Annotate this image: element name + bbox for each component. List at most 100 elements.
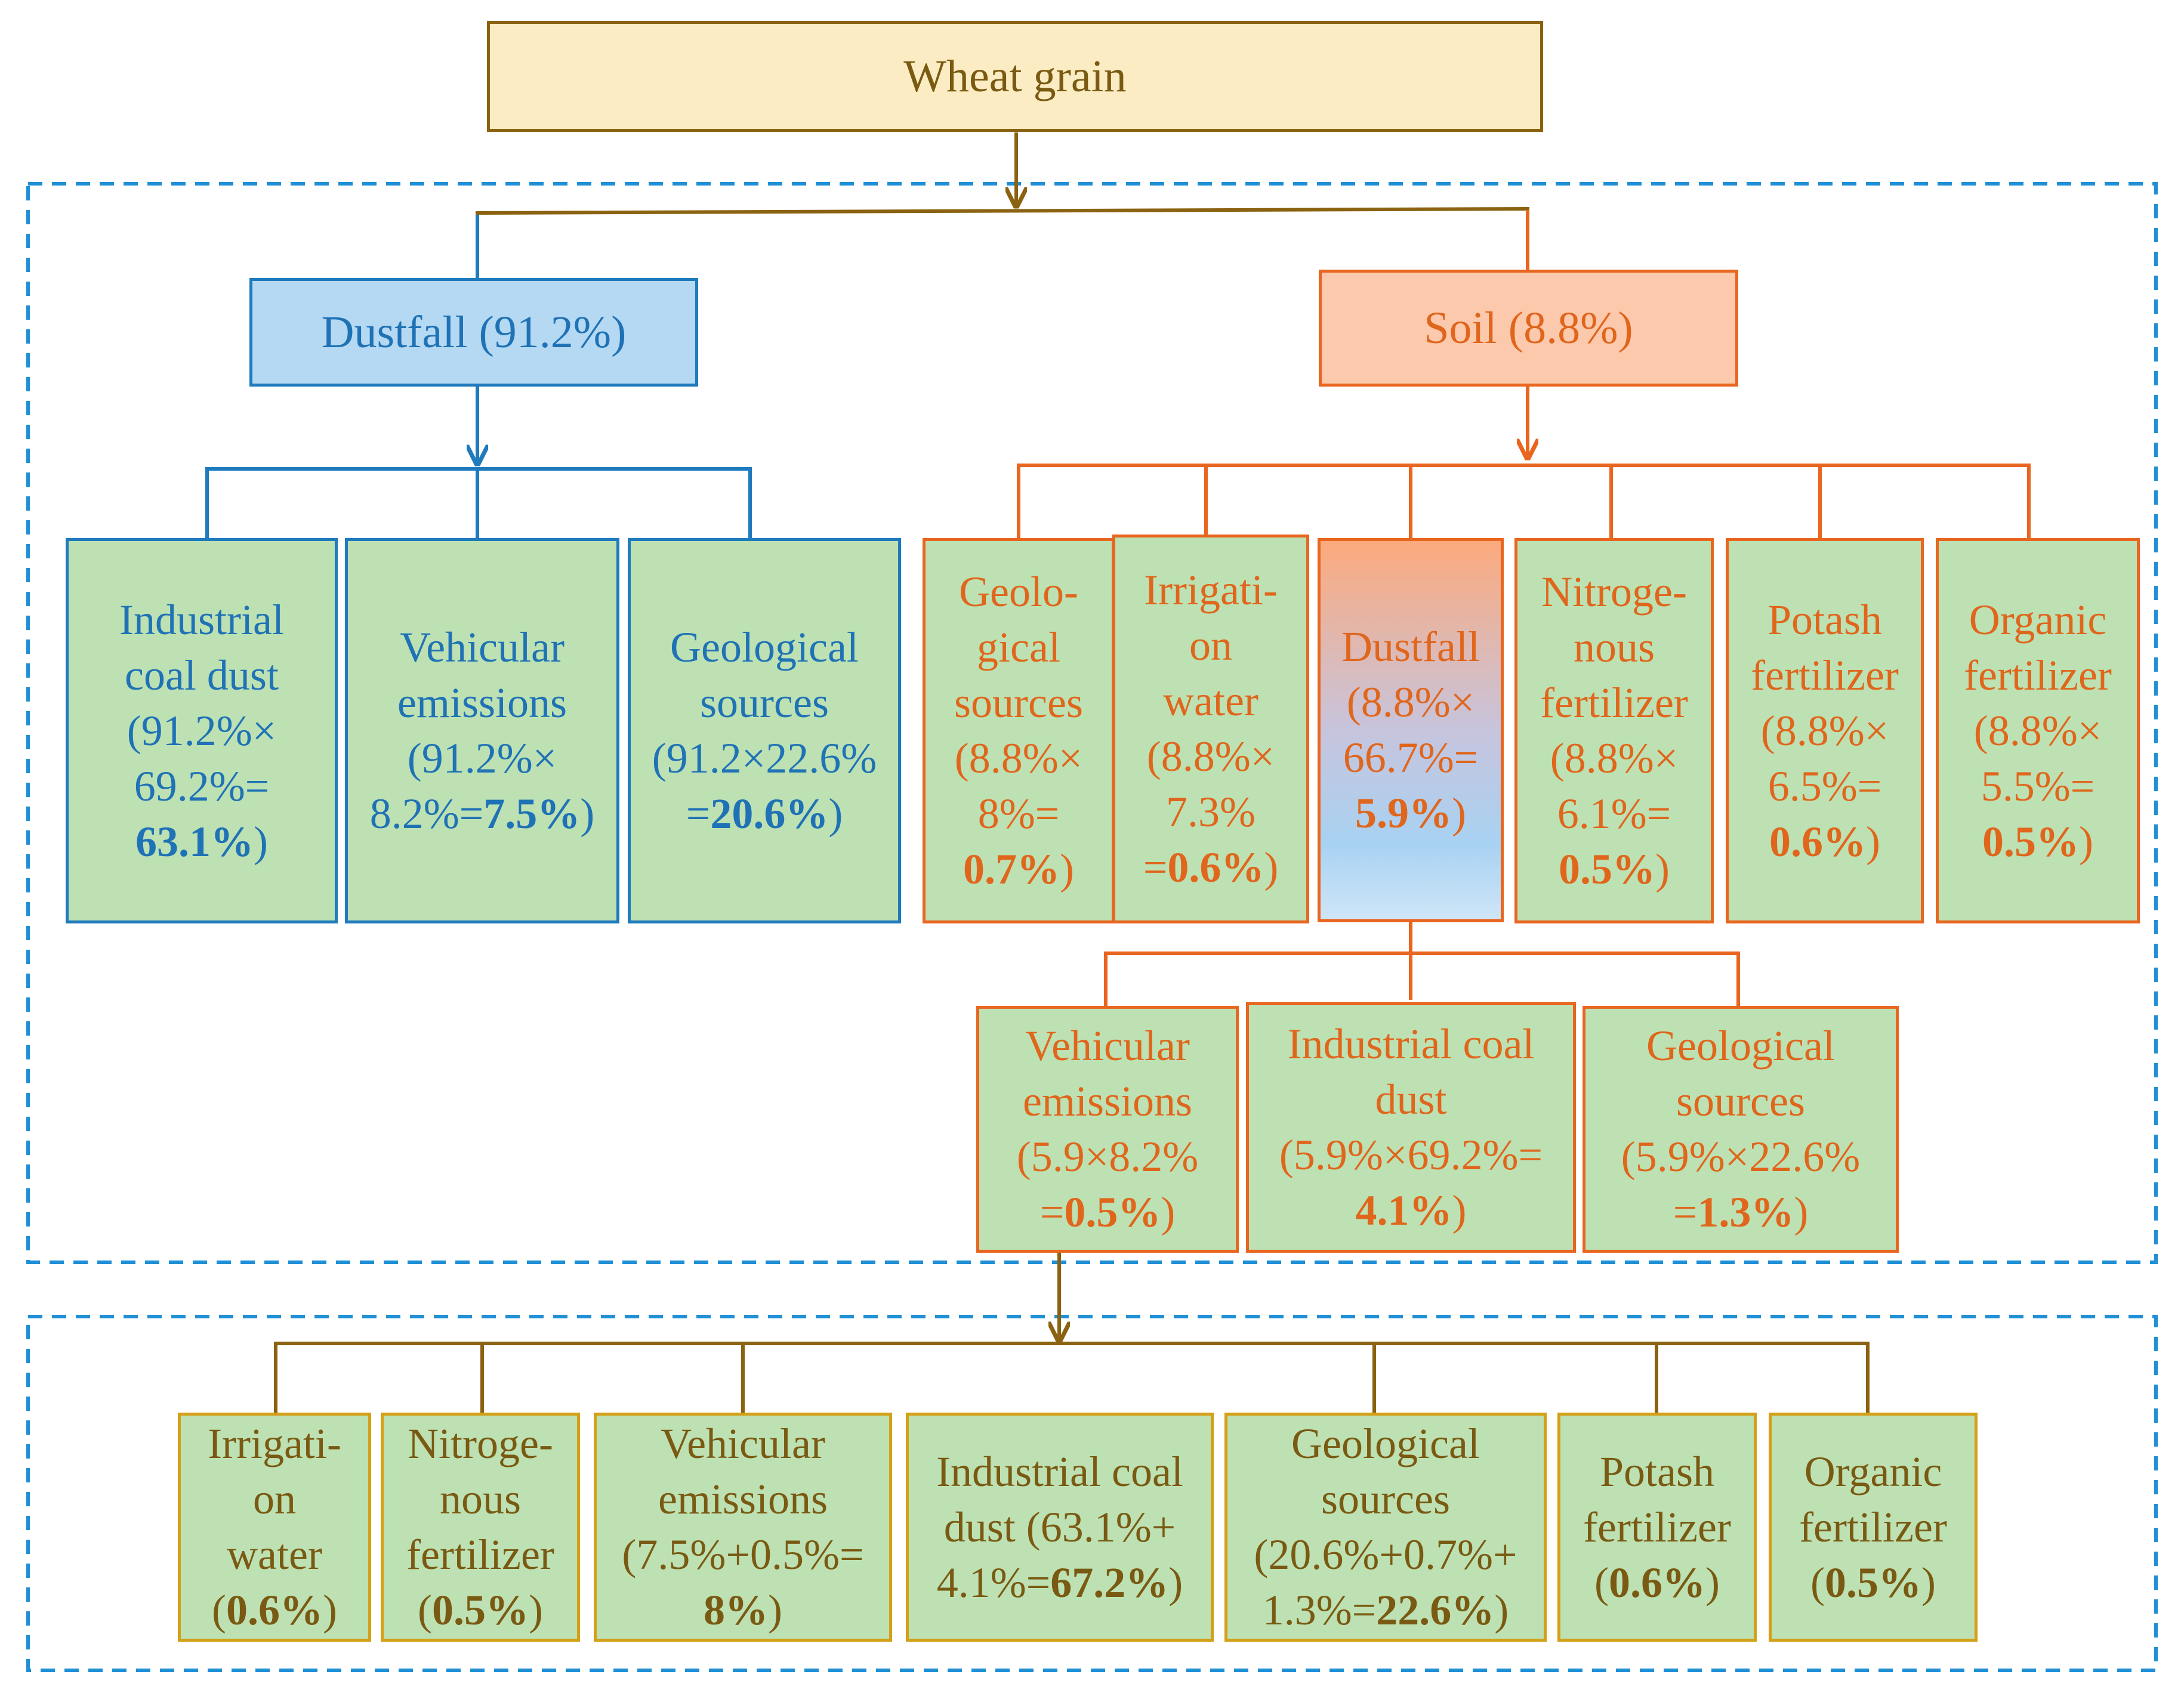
- soil-node: Soil (8.8%): [1319, 270, 1738, 387]
- node-value-line: =20.6%): [686, 786, 843, 842]
- node-value-tail: ): [1161, 1188, 1176, 1236]
- node-text-line: 69.2%=: [134, 762, 270, 810]
- node-text-line: on: [253, 1475, 296, 1523]
- node-text-line: sources: [954, 679, 1083, 727]
- node-text-line: (7.5%+0.5%=: [622, 1531, 864, 1578]
- node-text-line: water: [1163, 677, 1258, 725]
- node-text-line: (8.8%×: [954, 734, 1083, 782]
- node-text-line: Geological: [1291, 1420, 1480, 1468]
- node-value-bold: 0.5%: [432, 1586, 529, 1634]
- node-text-line: (8.8%×: [1550, 734, 1679, 782]
- node-value-prefix: 8.2%=: [369, 790, 484, 838]
- node-value-bold: 8%: [704, 1586, 768, 1634]
- node-text-line: fertilizer: [1799, 1503, 1947, 1551]
- node-text-line: Vehicular: [1025, 1022, 1190, 1070]
- node-text-line: fertilizer: [1540, 679, 1688, 727]
- node-text-line: (5.9×8.2%: [1016, 1133, 1199, 1181]
- node-text-line: (5.9%×69.2%=: [1279, 1131, 1543, 1179]
- node-text-line: fertilizer: [1751, 651, 1899, 699]
- node-value-tail: ): [828, 790, 843, 838]
- node-value-tail: ): [1921, 1558, 1936, 1607]
- node-text-line: (8.8%×: [1346, 678, 1475, 726]
- node-value-prefix: (: [1594, 1558, 1609, 1607]
- node-text-line: Nitroge-: [408, 1420, 553, 1468]
- node-value-line: 63.1%): [135, 814, 268, 870]
- node-value-bold: 0.5%: [1825, 1558, 1921, 1607]
- upper-group-frame: [26, 182, 2158, 1264]
- node-value-prefix: (: [1810, 1558, 1825, 1607]
- node-value-prefix: 1.3%=: [1262, 1586, 1377, 1634]
- node-text-line: 7.3%: [1166, 788, 1256, 836]
- node-value-tail: ): [1168, 1558, 1183, 1607]
- soil-dustfall-bracket: [1104, 951, 1740, 1006]
- node-text-line: (91.2×22.6%: [652, 734, 877, 782]
- node-value-prefix: =: [1039, 1188, 1065, 1236]
- node-text-line: 5.5%=: [1981, 762, 2095, 810]
- node-value-line: 1.3%=22.6%): [1263, 1583, 1509, 1638]
- node-value-line: (0.5%): [418, 1583, 543, 1638]
- node-text-line: Geolo-: [959, 568, 1078, 616]
- node-text-line: fertilizer: [1583, 1503, 1731, 1551]
- node-text-line: emissions: [397, 679, 567, 727]
- node-value-bold: 7.5%: [483, 790, 581, 838]
- node-text-line: Geological: [1646, 1022, 1835, 1070]
- node-text-line: Dustfall: [1341, 623, 1480, 671]
- node-value-bold: 0.6%: [1167, 844, 1264, 891]
- root-node-wheat-grain: Wheat grain: [487, 21, 1543, 132]
- node-value-line: 0.5%): [1559, 842, 1670, 897]
- node-text-line: emissions: [1022, 1077, 1193, 1125]
- node-text-line: (20.6%+0.7%+: [1254, 1531, 1517, 1578]
- dustfall-node: Dustfall (91.2%): [249, 278, 698, 387]
- node-text-line: coal dust: [125, 651, 279, 699]
- node-text-line: Potash: [1599, 1447, 1715, 1496]
- node-value-line: 5.9%): [1355, 786, 1466, 841]
- node-value-tail: ): [1060, 845, 1074, 893]
- node-value-line: 4.1%=67.2%): [937, 1555, 1183, 1611]
- root-label: Wheat grain: [903, 51, 1127, 101]
- node-value-tail: ): [529, 1586, 543, 1634]
- node-text-line: gical: [977, 623, 1060, 671]
- node-value-line: 8.2%=7.5%): [370, 786, 595, 842]
- node-value-bold: 67.2%: [1050, 1558, 1169, 1607]
- soil-label: Soil (8.8%): [1424, 302, 1633, 353]
- node-value-prefix: =: [686, 790, 711, 838]
- node-value-tail: ): [1452, 1187, 1467, 1234]
- node-text-line: Geological: [670, 623, 859, 671]
- node-value-bold: 0.5%: [1982, 817, 2079, 866]
- node-value-tail: ): [254, 817, 268, 866]
- node-value-tail: ): [2079, 817, 2093, 866]
- root-split-line: [476, 206, 1529, 278]
- node-text-line: Organic: [1969, 595, 2107, 644]
- totals-bracket: [274, 1342, 1870, 1413]
- total-geological-sources: Geological sources (20.6%+0.7%+ 1.3%=22.6%): [1224, 1413, 1547, 1642]
- node-text-line: sources: [700, 679, 829, 727]
- node-value-bold: 0.7%: [963, 845, 1060, 893]
- node-text-line: (8.8%×: [1146, 733, 1275, 780]
- node-text-line: fertilizer: [406, 1531, 554, 1578]
- node-text-line: sources: [1321, 1475, 1450, 1523]
- node-value-bold: 63.1%: [135, 817, 254, 866]
- node-value-tail: ): [1452, 789, 1466, 837]
- node-value-tail: ): [1866, 817, 1880, 866]
- node-text-line: sources: [1676, 1077, 1805, 1125]
- soil-bracket: [1017, 464, 2031, 538]
- node-value-bold: 0.5%: [1064, 1188, 1161, 1236]
- node-value-bold: 1.3%: [1697, 1188, 1794, 1236]
- lower-group-frame: [26, 1315, 2158, 1672]
- node-value-prefix: 4.1%=: [936, 1558, 1051, 1607]
- soil-dustfall-source-vehicular-emissions: Vehicular emissions (5.9×8.2% =0.5%): [976, 1006, 1239, 1253]
- node-text-line: water: [227, 1531, 322, 1578]
- node-text-line: (91.2%×: [127, 706, 277, 755]
- node-text-line: Potash: [1767, 595, 1883, 644]
- node-value-bold: 20.6%: [710, 790, 829, 838]
- node-value-bold: 5.9%: [1355, 789, 1452, 837]
- node-text-line: fertilizer: [1964, 651, 2112, 699]
